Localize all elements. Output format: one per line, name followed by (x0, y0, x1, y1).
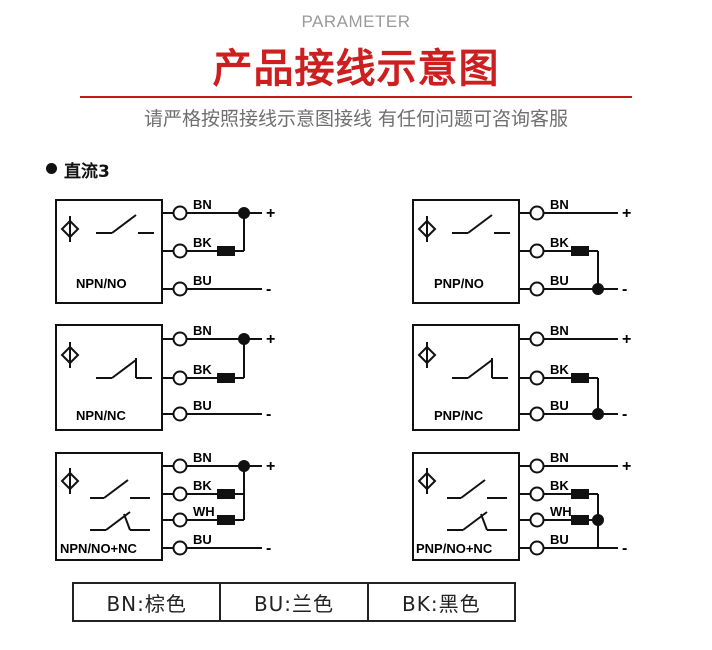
terminal-bu-label: BU (550, 398, 569, 413)
sensor-symbol-icon (417, 342, 437, 368)
sensor-symbol-icon (417, 468, 437, 494)
terminal-bk-label: BK (550, 362, 569, 377)
terminal-bk-label: BK (193, 478, 212, 493)
terminal-bu-label: BU (193, 398, 212, 413)
minus-sign: - (622, 540, 627, 557)
nc-switch-icon (96, 358, 152, 379)
plus-sign: + (266, 205, 275, 222)
plus-sign: + (266, 331, 275, 348)
terminal-bn-label: BN (193, 450, 212, 465)
junction-dot (238, 207, 250, 219)
wiring-diagrams: BN BK BU + - NPN/NO BN BK BU + - PNP/NO (55, 197, 631, 561)
wire-color-legend: BN:棕色 BU:兰色 BK:黑色 (72, 582, 516, 622)
diagram-pnp-nc (412, 324, 618, 431)
no-switch-icon (452, 214, 510, 234)
sensor-symbol-icon (60, 342, 80, 368)
junction-dot (592, 283, 604, 295)
no-switch-icon (96, 214, 154, 234)
no-switch-icon (447, 479, 507, 499)
no-switch-icon (90, 479, 150, 499)
junction-dot (238, 460, 250, 472)
diagram-type-label: NPN/NO (76, 276, 127, 291)
bullet-icon (46, 163, 57, 174)
legend-bn: BN:棕色 (106, 591, 187, 616)
terminal-bk-label: BK (193, 362, 212, 377)
load-resistor (571, 489, 589, 499)
minus-sign: - (266, 406, 271, 423)
page-subtitle: 请严格按照接线示意图接线 有任何问题可咨询客服 (143, 108, 569, 130)
section-title: 直流3 (64, 162, 110, 182)
load-resistor (217, 373, 235, 383)
load-resistor (217, 515, 235, 525)
diagram-type-label: PNP/NO (434, 276, 484, 291)
nc-switch-icon (90, 511, 150, 531)
terminal-wh-label: WH (193, 504, 215, 519)
terminal-bk-label: BK (550, 478, 569, 493)
sensor-box (55, 452, 163, 561)
diagram-pnp-no-nc (412, 452, 618, 561)
sensor-symbol-icon (60, 468, 80, 494)
legend-bk: BK:黑色 (366, 584, 514, 620)
minus-sign: - (622, 406, 627, 423)
diagram-type-label: PNP/NC (434, 408, 484, 423)
plus-sign: + (622, 458, 631, 475)
diagram-type-label: NPN/NO+NC (60, 541, 138, 556)
load-resistor (571, 246, 589, 256)
page-title: 产品接线示意图 (212, 46, 500, 92)
terminal-wh-label: WH (550, 504, 572, 519)
load-resistor (571, 515, 589, 525)
nc-switch-icon (452, 358, 508, 379)
terminal-bu-label: BU (193, 273, 212, 288)
terminal-bn-label: BN (193, 197, 212, 212)
minus-sign: - (266, 281, 271, 298)
terminal-bn-label: BN (550, 197, 569, 212)
terminal-bk-label: BK (193, 235, 212, 250)
plus-sign: + (622, 205, 631, 222)
title-divider (80, 96, 632, 98)
minus-sign: - (266, 540, 271, 557)
sensor-symbol-icon (417, 216, 437, 242)
terminal-bn-label: BN (193, 323, 212, 338)
sensor-box (412, 452, 520, 561)
parameter-eyebrow: PARAMETER (301, 12, 411, 31)
diagram-type-label: NPN/NC (76, 408, 126, 423)
sensor-symbol-icon (60, 216, 80, 242)
terminal-bu-label: BU (550, 273, 569, 288)
diagram-npn-no (55, 199, 262, 304)
plus-sign: + (622, 331, 631, 348)
diagram-npn-nc (55, 324, 262, 431)
terminal-bn-label: BN (550, 450, 569, 465)
plus-sign: + (266, 458, 275, 475)
diagram-pnp-no (412, 199, 618, 304)
terminal-bk-label: BK (550, 235, 569, 250)
load-resistor (571, 373, 589, 383)
load-resistor (217, 246, 235, 256)
junction-dot (238, 333, 250, 345)
nc-switch-icon (447, 511, 507, 531)
terminal-bn-label: BN (550, 323, 569, 338)
legend-bu: BU:兰色 (219, 584, 366, 620)
load-resistor (217, 489, 235, 499)
terminal-bu-label: BU (193, 532, 212, 547)
diagram-type-label: PNP/NO+NC (416, 541, 493, 556)
junction-dot (592, 408, 604, 420)
minus-sign: - (622, 281, 627, 298)
diagram-npn-no-nc (55, 452, 262, 561)
junction-dot (592, 514, 604, 526)
terminal-bu-label: BU (550, 532, 569, 547)
